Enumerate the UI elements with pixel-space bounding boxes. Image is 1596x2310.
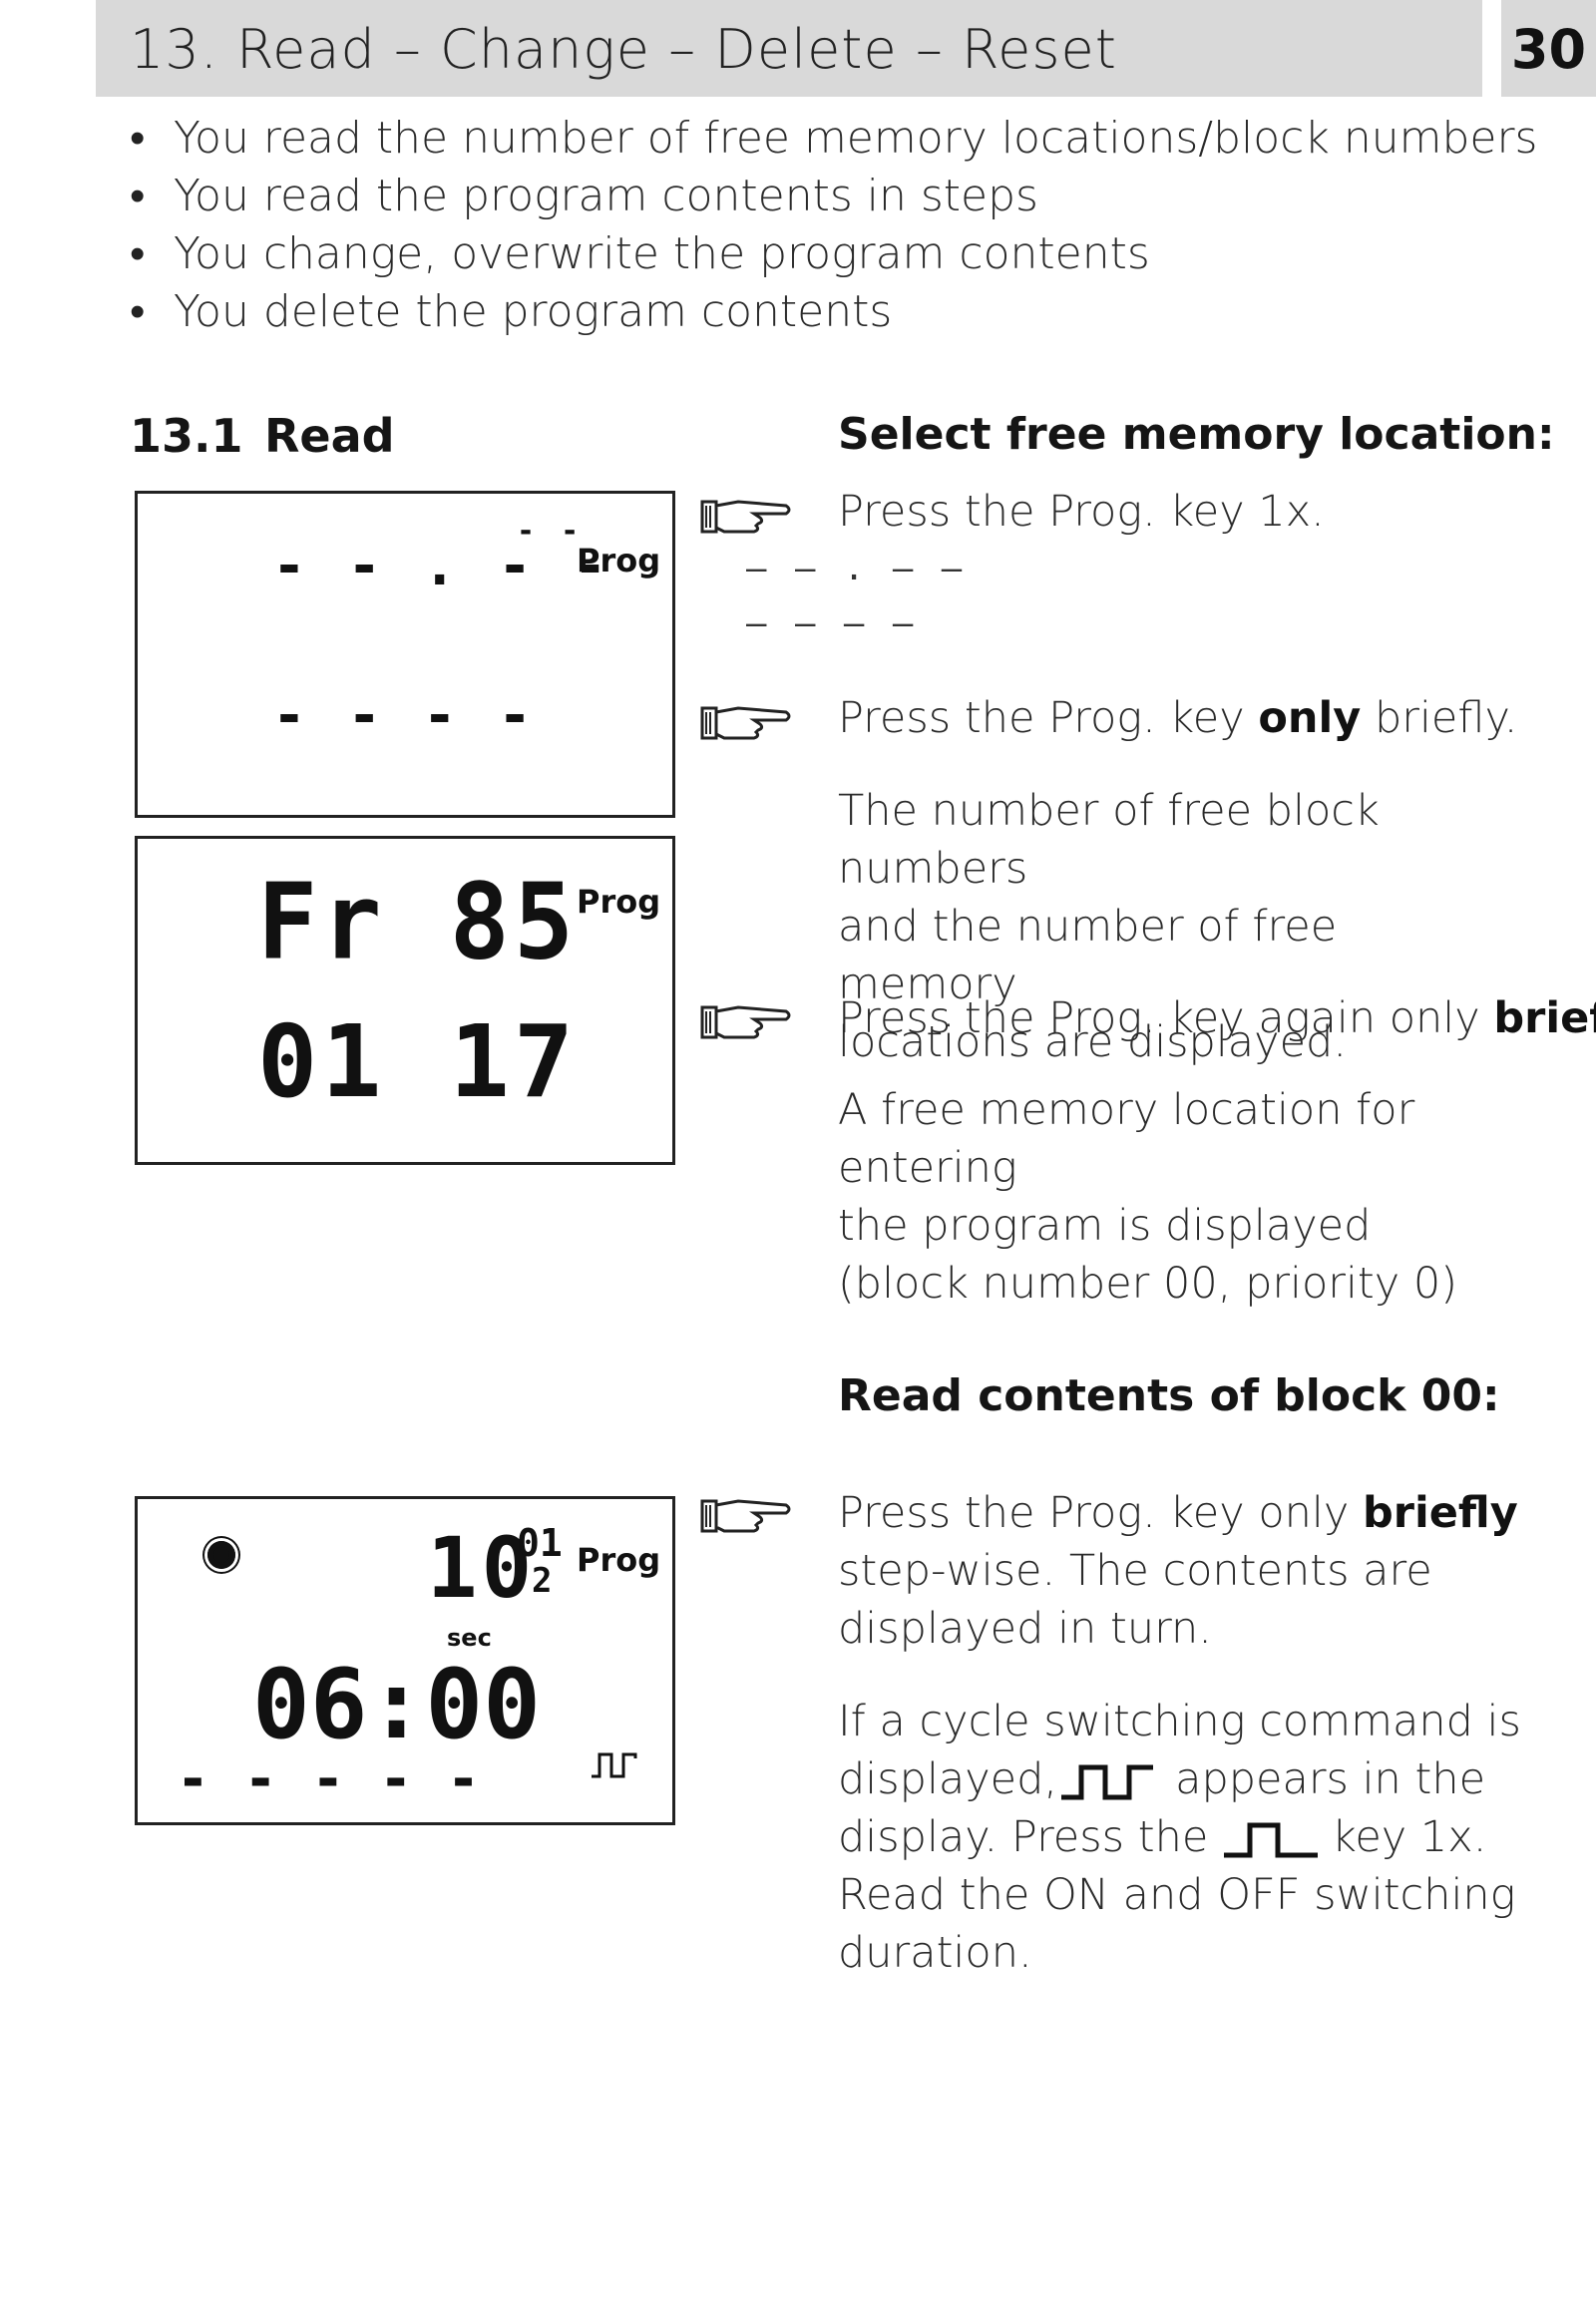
step-emphasis: only	[1258, 693, 1362, 743]
intro-bullet-list: You read the number of free memory locat…	[130, 110, 1537, 341]
section-title: Read	[264, 409, 395, 463]
note-line: displayed, appears in the	[838, 1750, 1556, 1808]
note-text: displayed,	[838, 1754, 1058, 1804]
page-number: 30	[1510, 18, 1587, 81]
section-heading: 13.1 Read	[130, 409, 395, 463]
step-text: Press the Prog. key	[838, 693, 1259, 743]
lcd-unit-label: sec	[447, 1624, 492, 1652]
page-number-box	[1501, 0, 1596, 97]
bullet-item: You delete the program contents	[130, 283, 1526, 341]
step-press-prog-once: Press the Prog. key 1x.	[838, 487, 1325, 537]
step-emphasis: briefly	[1493, 993, 1596, 1043]
bullet-item: You change, overwrite the program conten…	[130, 225, 1526, 283]
note-text: appears in the	[1175, 1754, 1486, 1804]
free-memory-heading: Select free memory location:	[838, 409, 1555, 460]
section-number: 13.1	[130, 409, 243, 463]
lcd-small-dashes: - -	[517, 514, 584, 549]
note-line: display. Press the key 1x.	[838, 1808, 1556, 1866]
lcd-display-free-memory: Fr 85 Prog 01 17	[135, 836, 675, 1165]
header-bar	[96, 0, 1482, 97]
lcd-free-blocks: Fr 85	[257, 861, 579, 983]
step-read-stepwise: Press the Prog. key only briefly step-wi…	[838, 1484, 1536, 1658]
lcd-time: 06:00	[252, 1649, 541, 1760]
lcd-day-bars: ▬ ▬ ▬ ▬ ▬	[183, 1768, 494, 1793]
bullet-item: You read the number of free memory locat…	[130, 110, 1537, 168]
free-location-note: A free memory location for entering the …	[838, 1085, 1458, 1309]
read-block-heading: Read contents of block 00:	[838, 1370, 1500, 1421]
cycle-switching-note: If a cycle switching command is displaye…	[838, 1693, 1556, 1982]
step-press-prog-again: Press the Prog. key again only briefly.	[838, 989, 1596, 1047]
pointing-hand-icon	[700, 706, 791, 740]
step-press-prog-briefly: Press the Prog. key only briefly.	[838, 689, 1517, 747]
pointing-hand-icon	[700, 1499, 791, 1533]
step-emphasis: briefly	[1363, 1488, 1518, 1538]
cycle-wave-icon	[592, 1752, 637, 1778]
lcd-prog-label: Prog	[577, 1541, 661, 1579]
lcd-top-digits: - - . - -	[272, 534, 611, 598]
lcd-priority-top: 01	[517, 1521, 563, 1565]
lcd-priority-bottom: 2	[532, 1561, 553, 1601]
lcd-block-number: 10	[427, 1519, 537, 1617]
lcd-prog-label: Prog	[577, 883, 661, 921]
lcd-free-locations: 01 17	[257, 1003, 579, 1120]
lcd-bottom-digits: - - - -	[272, 683, 537, 748]
note-text: display. Press the	[838, 1812, 1222, 1862]
pointing-hand-icon	[700, 500, 791, 534]
pointing-hand-icon	[700, 1005, 791, 1039]
clock-dot-icon	[207, 1541, 235, 1569]
step-text: briefly.	[1361, 693, 1518, 743]
cycle-key-icon	[1223, 1822, 1318, 1857]
lcd-display-block-contents: 10 01 2 Prog sec 06:00 ▬ ▬ ▬ ▬ ▬	[135, 1496, 675, 1825]
note-text: key 1x.	[1331, 1812, 1487, 1862]
step-text: Press the Prog. key again only	[838, 993, 1494, 1043]
note-line: If a cycle switching command is	[838, 1697, 1521, 1746]
step-text: step-wise. The contents are displayed in…	[838, 1546, 1432, 1654]
cycle-wave-icon	[1061, 1764, 1154, 1799]
display-dashes-1: – – . – –	[746, 549, 967, 588]
display-dashes-2: – – – –	[746, 603, 918, 643]
bullet-item: You read the program contents in steps	[130, 168, 1526, 225]
step-text: Press the Prog. key only	[838, 1488, 1363, 1538]
page-title: 13. Read – Change – Delete – Reset	[130, 18, 1117, 81]
note-line: Read the ON and OFF switching duration.	[838, 1870, 1516, 1978]
free-blocks-note: The number of free block numbers and the…	[838, 786, 1380, 1067]
lcd-display-initial: - - Prog - - . - - - - - -	[135, 491, 675, 818]
lcd-prog-label: Prog	[577, 542, 661, 579]
